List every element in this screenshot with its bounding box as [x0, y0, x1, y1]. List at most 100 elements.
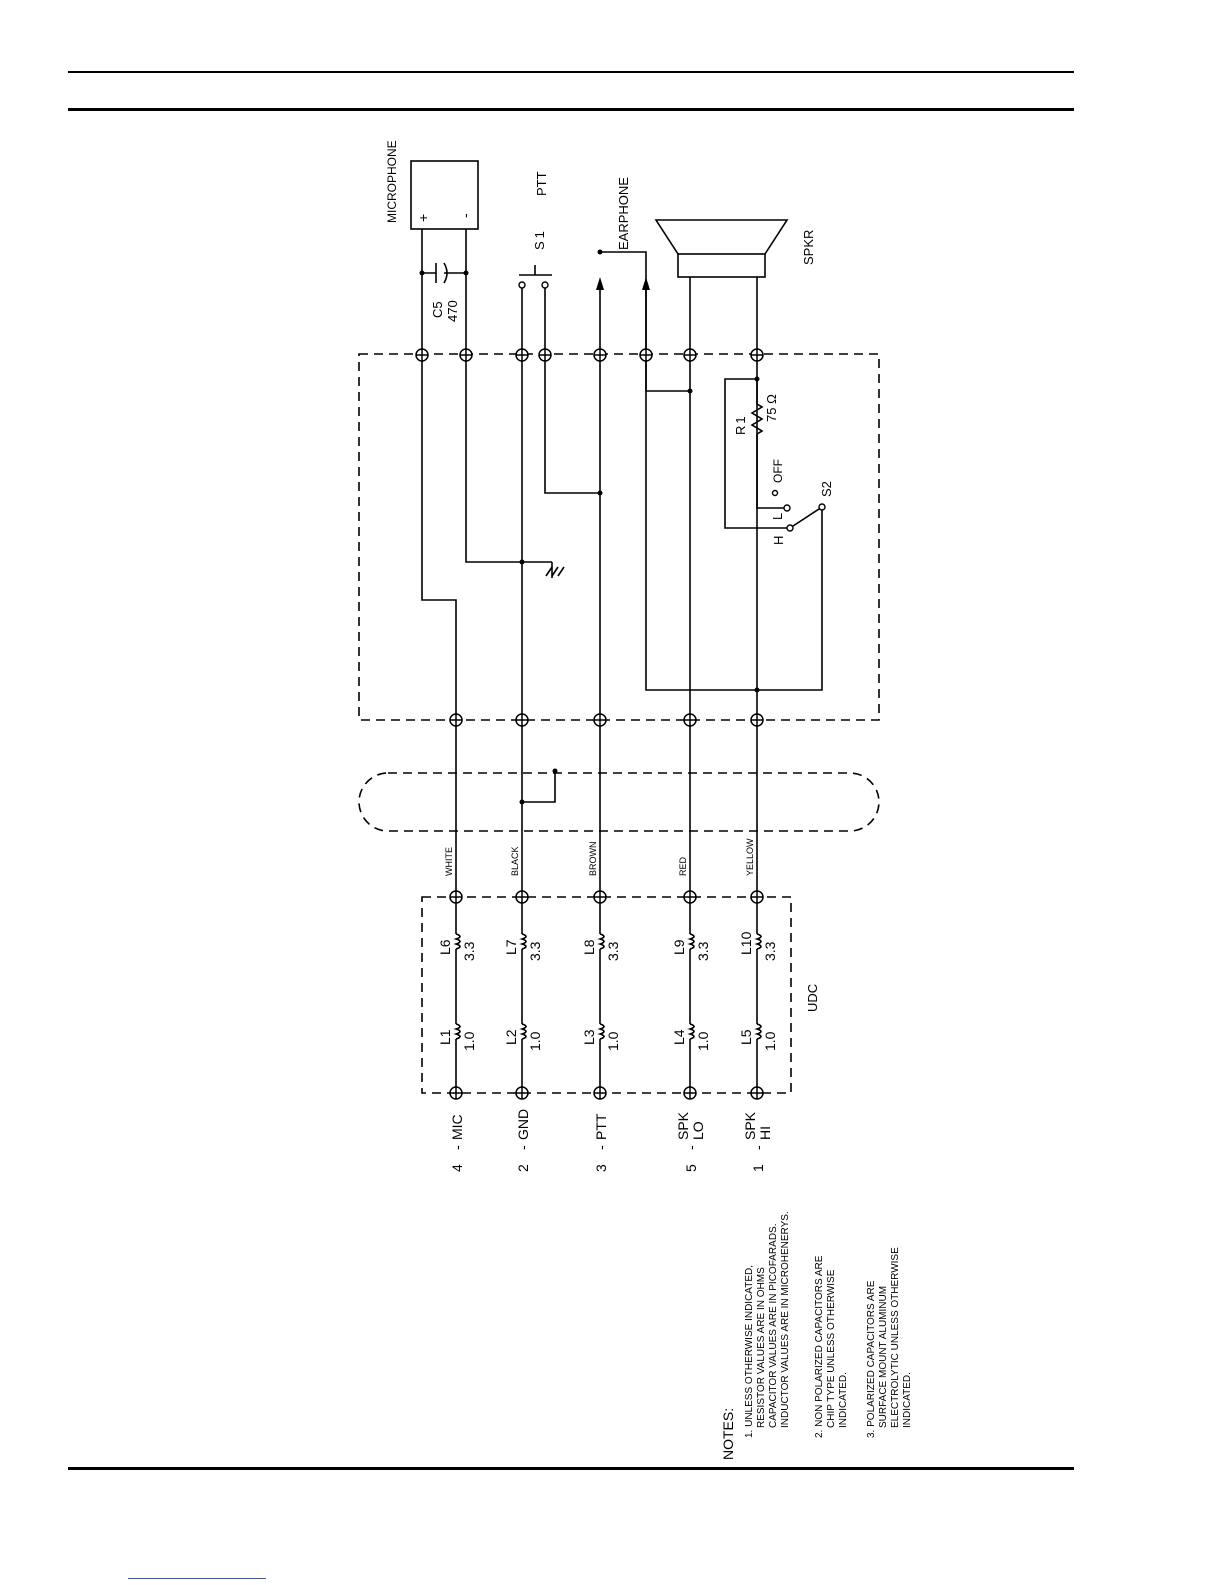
inductor-value: 1.0	[605, 1031, 621, 1051]
inductor-coil	[597, 1023, 605, 1040]
inductor-value: 3.3	[527, 941, 543, 961]
inductor-name: L5	[738, 1029, 754, 1045]
wire-color-label: WHITE	[444, 847, 454, 876]
wire-color-label: YELLOW	[745, 838, 755, 876]
inductor-value: 1.0	[461, 1031, 477, 1051]
connector-terminal	[538, 348, 552, 362]
connector-terminal	[593, 1086, 607, 1100]
wire-color-label: BLACK	[510, 846, 520, 876]
pin-label: SPK	[675, 1111, 691, 1140]
label-s2: S2	[819, 481, 834, 497]
label-s1: S1	[532, 228, 547, 250]
connector-terminal	[515, 1086, 529, 1100]
housing-boundary	[358, 353, 880, 721]
pin-label: PTT	[593, 1113, 609, 1140]
connector-terminal	[449, 1086, 463, 1100]
label-spkr: SPKR	[801, 230, 816, 265]
label-earphone: EARPHONE	[616, 177, 631, 250]
notes-heading: NOTES:	[720, 1408, 736, 1460]
inductor-coil	[754, 933, 762, 950]
inductor-value: 1.0	[762, 1031, 778, 1051]
inductor-coil	[687, 1023, 695, 1040]
inductor-coil	[519, 1023, 527, 1040]
pin-number: 3	[593, 1164, 609, 1172]
connector-terminal	[593, 348, 607, 362]
inductor-name: L1	[437, 1029, 453, 1045]
note-line: 1. UNLESS OTHERWISE INDICATED,	[744, 1265, 755, 1438]
label-h: H	[771, 536, 786, 545]
note-line: 3. POLARIZED CAPACITORS ARE	[866, 1280, 877, 1438]
pin-dash: -	[449, 1145, 465, 1150]
inductor-value: 1.0	[527, 1031, 543, 1051]
wire-color-label: RED	[678, 856, 688, 876]
label-udc: UDC	[805, 984, 820, 1012]
pin-label: LO	[690, 1121, 706, 1140]
inductor-coil	[754, 1023, 762, 1040]
label-microphone: MICROPHONE	[385, 140, 399, 223]
label-c5-value: 470	[445, 300, 460, 322]
inductor-coil	[597, 933, 605, 950]
inductor-value: 3.3	[762, 941, 778, 961]
pin-number: 4	[449, 1164, 465, 1172]
note-line: INDICATED.	[838, 1372, 849, 1428]
speaker-magnet	[677, 253, 766, 278]
connector-terminal	[750, 348, 764, 362]
connector-terminal	[515, 713, 529, 727]
footer-rule	[68, 1467, 1074, 1470]
inductor-value: 3.3	[605, 941, 621, 961]
header-rule-top	[68, 71, 1074, 73]
note-line: 2. NON POLARIZED CAPACITORS ARE	[814, 1255, 825, 1438]
header-rule-bottom	[68, 108, 1074, 111]
pin-label: MIC	[449, 1114, 465, 1140]
pin-label: GND	[515, 1109, 531, 1140]
pin-label: SPK	[742, 1111, 758, 1140]
wire-color-label: BROWN	[588, 842, 598, 877]
pin-number: 5	[683, 1164, 699, 1172]
note-line: INDUCTOR VALUES ARE IN MICROHENERYS.	[780, 1211, 791, 1428]
note-line: RESISTOR VALUES ARE IN OHMS	[756, 1267, 767, 1428]
inductor-name: L3	[581, 1029, 597, 1045]
inductor-name: L6	[437, 939, 453, 955]
footer-link-underline	[128, 1578, 266, 1579]
pin-dash: -	[750, 1145, 766, 1150]
label-r1: R1	[733, 414, 748, 435]
inductor-value: 3.3	[461, 941, 477, 961]
connector-terminal	[683, 1086, 697, 1100]
pin-number: 1	[750, 1164, 766, 1172]
connector-terminal	[515, 348, 529, 362]
inductor-name: L10	[738, 931, 754, 955]
inductor-name: L7	[503, 939, 519, 955]
connector-terminal	[639, 348, 653, 362]
connector-terminal	[750, 890, 764, 904]
connector-terminal	[683, 713, 697, 727]
connector-terminal	[449, 713, 463, 727]
label-r1-value: 75 Ω	[764, 394, 779, 422]
connector-terminal	[593, 713, 607, 727]
inductor-coil	[453, 933, 461, 950]
label-mic-minus: -	[457, 213, 473, 218]
note-line: SURFACE MOUNT ALUMINUM	[878, 1286, 889, 1428]
label-ptt-switch: PTT	[534, 171, 549, 196]
connector-terminal	[683, 348, 697, 362]
speaker-cone	[654, 219, 789, 255]
pin-number: 2	[515, 1164, 531, 1172]
note-line: ELECTROLYTIC UNLESS OTHERWISE	[890, 1247, 901, 1428]
microphone-body	[410, 160, 479, 230]
connector-terminal	[515, 890, 529, 904]
inductor-name: L8	[581, 939, 597, 955]
pin-dash: -	[593, 1145, 609, 1150]
inductor-coil	[519, 933, 527, 950]
label-l: L	[770, 513, 785, 520]
label-mic-plus: +	[415, 214, 431, 222]
connector-terminal	[459, 348, 473, 362]
label-off: OFF	[771, 459, 785, 483]
connector-terminal	[683, 890, 697, 904]
udc-boundary	[421, 896, 792, 1094]
connector-terminal	[750, 713, 764, 727]
note-line: CHIP TYPE UNLESS OTHERWISE	[826, 1269, 837, 1428]
cable-shield	[358, 772, 880, 832]
pin-dash: -	[683, 1145, 699, 1150]
inductor-value: 1.0	[695, 1031, 711, 1051]
note-line: INDICATED.	[902, 1372, 913, 1428]
